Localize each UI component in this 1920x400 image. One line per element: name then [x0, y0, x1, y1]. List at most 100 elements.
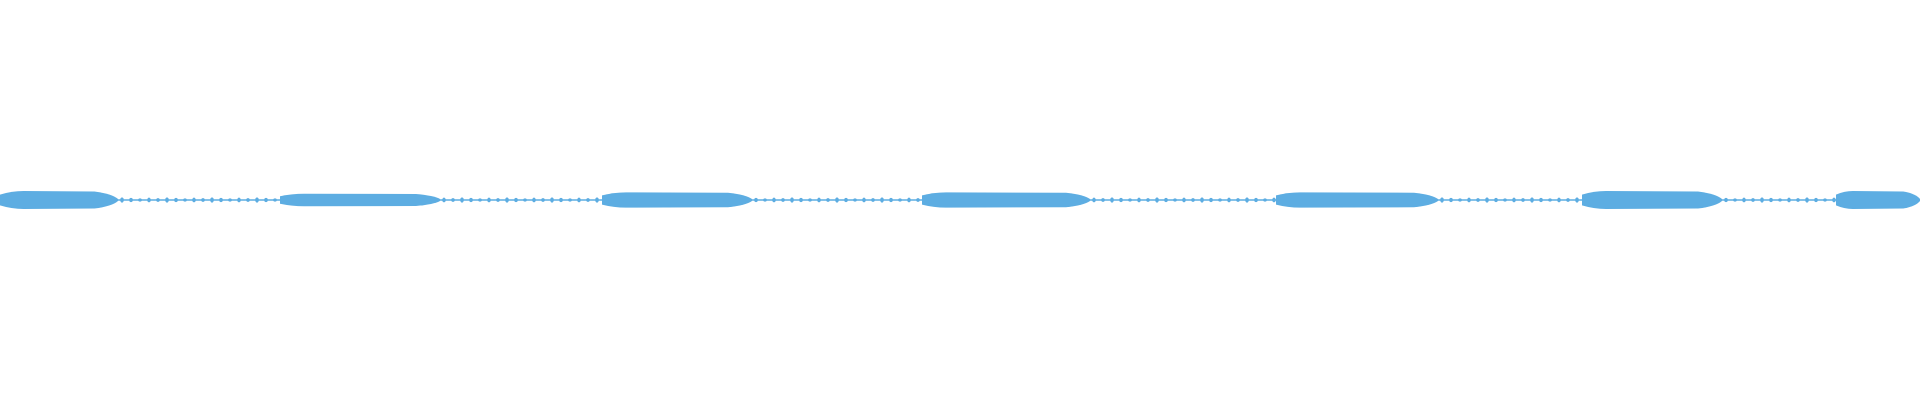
waveform-noise-mark — [1458, 198, 1462, 202]
waveform-noise-mark — [264, 197, 268, 203]
waveform-noise-mark — [595, 197, 599, 203]
waveform-noise-mark — [1155, 197, 1159, 203]
waveform-noise-mark — [1110, 197, 1114, 203]
waveform-noise-mark — [129, 197, 133, 203]
waveform-noise-mark — [871, 198, 875, 202]
waveform-noise-mark — [1164, 197, 1168, 203]
waveform-noise-mark — [1787, 197, 1791, 203]
waveform-noise-mark — [1218, 198, 1222, 202]
waveform-noise-mark — [460, 197, 464, 203]
waveform-noise-mark — [1137, 197, 1141, 203]
waveform-noise-mark — [201, 198, 205, 202]
waveform-noise-mark — [898, 198, 902, 202]
waveform-noise-mark — [120, 197, 124, 203]
waveform-noise-mark — [1575, 197, 1579, 203]
waveform-noise-mark — [1724, 197, 1728, 203]
waveform-noise-mark — [550, 197, 554, 203]
waveform-segment — [922, 192, 1090, 208]
waveform-noise-mark — [1146, 198, 1150, 202]
waveform-noise-mark — [781, 198, 785, 202]
waveform-noise-mark — [156, 198, 160, 202]
waveform-noise-mark — [478, 198, 482, 202]
waveform-noise-mark — [559, 197, 563, 203]
waveform-noise-mark — [532, 197, 536, 203]
waveform-noise-mark — [862, 197, 866, 203]
waveform-segment — [1276, 192, 1438, 208]
waveform-noise-mark — [586, 198, 590, 202]
waveform-noise-mark — [1814, 197, 1818, 203]
waveform-noise-mark — [487, 197, 491, 203]
waveform-segment — [1836, 191, 1920, 209]
waveform-noise-mark — [255, 197, 259, 203]
waveform-noise-mark — [1440, 197, 1444, 203]
waveform-noise-mark — [880, 197, 884, 203]
waveform-noise-mark — [451, 198, 455, 202]
waveform-noise-mark — [1539, 197, 1543, 203]
waveform-noise-mark — [1796, 198, 1800, 202]
waveform-noise-mark — [1751, 198, 1755, 202]
waveform-noise-mark — [237, 197, 241, 203]
waveform-noise-mark — [273, 198, 277, 202]
waveform-noise-mark — [754, 197, 758, 203]
waveform-noise-mark — [1742, 197, 1746, 203]
waveform-noise-mark — [1769, 197, 1773, 203]
waveform-noise-mark — [1254, 197, 1258, 203]
waveform-segment — [280, 193, 440, 207]
waveform-noise-mark — [844, 197, 848, 203]
waveform-noise-mark — [147, 197, 151, 203]
waveform-noise-mark — [442, 197, 446, 203]
waveform-noise-mark — [183, 198, 187, 202]
waveform-noise-mark — [1467, 197, 1471, 203]
waveform-noise-mark — [210, 197, 214, 203]
waveform-noise-mark — [1557, 197, 1561, 203]
waveform-noise-mark — [577, 197, 581, 203]
waveform-noise-mark — [1119, 197, 1123, 203]
waveform-noise-mark — [1092, 197, 1096, 203]
waveform-noise-mark — [1245, 197, 1249, 203]
waveform-noise-mark — [568, 198, 572, 202]
waveform-noise-mark — [1823, 198, 1827, 202]
waveform-noise-mark — [541, 198, 545, 202]
waveform-noise-mark — [1449, 197, 1453, 203]
waveform-noise-mark — [853, 198, 857, 202]
waveform-noise-mark — [1494, 197, 1498, 203]
waveform-noise-mark — [1173, 198, 1177, 202]
waveform-noise-mark — [916, 198, 920, 202]
waveform-noise-mark — [1832, 197, 1836, 203]
waveform-noise-mark — [1805, 197, 1809, 203]
waveform-noise-mark — [1476, 198, 1480, 202]
waveform-noise-mark — [1272, 197, 1276, 203]
waveform-noise-mark — [228, 198, 232, 202]
waveform-noise-mark — [1760, 197, 1764, 203]
waveform-noise-mark — [772, 197, 776, 203]
waveform-noise-mark — [192, 197, 196, 203]
waveform-noise-mark — [763, 198, 767, 202]
waveform-noise-mark — [246, 198, 250, 202]
waveform-noise-mark — [1182, 197, 1186, 203]
waveform-noise-mark — [219, 197, 223, 203]
waveform-noise-mark — [1566, 198, 1570, 202]
waveform-noise-mark — [1485, 197, 1489, 203]
waveform-noise-mark — [523, 198, 527, 202]
waveform-noise-mark — [174, 197, 178, 203]
waveform-noise-mark — [469, 197, 473, 203]
waveform-noise-mark — [1503, 198, 1507, 202]
waveform-noise-mark — [1521, 198, 1525, 202]
waveform-noise-mark — [889, 197, 893, 203]
waveform-noise-mark — [138, 198, 142, 202]
waveform-noise-mark — [1236, 198, 1240, 202]
waveform-segment — [602, 192, 752, 208]
waveform-noise-mark — [1200, 197, 1204, 203]
waveform-noise-mark — [505, 197, 509, 203]
waveform-noise-mark — [1209, 197, 1213, 203]
waveform-noise-mark — [165, 197, 169, 203]
waveform-noise-mark — [817, 197, 821, 203]
waveform-noise-mark — [1227, 197, 1231, 203]
waveform-noise-mark — [808, 198, 812, 202]
waveform-noise-mark — [1733, 198, 1737, 202]
waveform-noise-mark — [790, 197, 794, 203]
waveform-noise-mark — [835, 197, 839, 203]
waveform-noise-mark — [514, 197, 518, 203]
